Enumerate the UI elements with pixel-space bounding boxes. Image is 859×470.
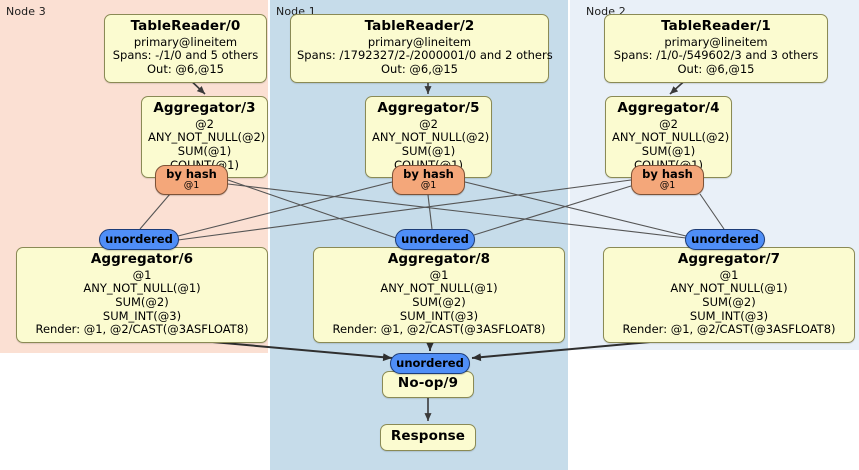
processor-response[interactable]: Response bbox=[380, 424, 476, 451]
processor-detail-line: Spans: /1792327/2-/2000001/0 and 2 other… bbox=[297, 48, 553, 63]
processor-detail-line: primary@lineitem bbox=[133, 34, 238, 49]
processor-title: Aggregator/4 bbox=[617, 100, 720, 116]
processor-detail-line: Spans: /1/0-/549602/3 and 3 others bbox=[613, 48, 819, 63]
stream-unordered-8[interactable]: unordered bbox=[395, 229, 475, 250]
processor-detail-line: ANY_NOT_NULL(@2) bbox=[372, 130, 490, 145]
processor-detail-line: ANY_NOT_NULL(@2) bbox=[148, 130, 266, 145]
processor-title: Response bbox=[390, 428, 466, 444]
processor-detail-line: Out: @6,@15 bbox=[147, 62, 224, 77]
processor-detail-line: Render: @1, @2/CAST(@3ASFLOAT8) bbox=[332, 322, 546, 337]
processor-aggregator3[interactable]: Aggregator/3@2ANY_NOT_NULL(@2)SUM(@1)COU… bbox=[141, 96, 268, 179]
router-column: @1 bbox=[659, 179, 676, 191]
router-label: by hash bbox=[403, 167, 454, 181]
processor-title: TableReader/0 bbox=[130, 18, 241, 34]
router-column: @1 bbox=[183, 179, 200, 191]
processor-detail-line: ANY_NOT_NULL(@1) bbox=[83, 281, 201, 296]
processor-detail-line: ANY_NOT_NULL(@1) bbox=[380, 281, 498, 296]
processor-title: Aggregator/5 bbox=[377, 100, 480, 116]
processor-title: Aggregator/6 bbox=[90, 251, 194, 267]
processor-title: Aggregator/3 bbox=[153, 100, 256, 116]
processor-title: Aggregator/7 bbox=[677, 251, 781, 267]
processor-noop9[interactable]: No-op/9 bbox=[382, 371, 474, 398]
processor-detail-line: @1 bbox=[719, 267, 739, 282]
node-label-node3: Node 3 bbox=[6, 5, 46, 18]
processor-title: No-op/9 bbox=[397, 375, 459, 391]
processor-detail-line: SUM_INT(@3) bbox=[689, 308, 769, 323]
processor-detail-line: @2 bbox=[659, 116, 678, 131]
processor-detail-line: SUM_INT(@3) bbox=[399, 308, 479, 323]
processor-detail-line: SUM(@2) bbox=[702, 295, 756, 310]
processor-detail-line: SUM(@1) bbox=[641, 144, 696, 159]
processor-detail-line: primary@lineitem bbox=[367, 34, 472, 49]
processor-detail-line: SUM_INT(@3) bbox=[102, 308, 182, 323]
processor-detail-line: @1 bbox=[429, 267, 449, 282]
processor-title: Aggregator/8 bbox=[387, 251, 491, 267]
processor-aggregator4[interactable]: Aggregator/4@2ANY_NOT_NULL(@2)SUM(@1)COU… bbox=[605, 96, 732, 179]
router-hash-5[interactable]: by hash@1 bbox=[392, 165, 465, 195]
processor-detail-line: Spans: -/1/0 and 5 others bbox=[112, 48, 259, 63]
processor-detail-line: ANY_NOT_NULL(@1) bbox=[670, 281, 788, 296]
processor-detail-line: primary@lineitem bbox=[664, 34, 768, 49]
processor-detail-line: SUM(@1) bbox=[401, 144, 456, 159]
processor-detail-line: @2 bbox=[419, 116, 438, 131]
processor-detail-line: Out: @6,@15 bbox=[381, 62, 458, 77]
processor-detail-line: SUM(@2) bbox=[115, 295, 169, 310]
router-label: by hash bbox=[166, 167, 217, 181]
processor-detail-line: ANY_NOT_NULL(@2) bbox=[612, 130, 730, 145]
processor-title: TableReader/1 bbox=[661, 18, 771, 34]
router-column: @1 bbox=[420, 179, 437, 191]
router-hash-4[interactable]: by hash@1 bbox=[631, 165, 704, 195]
router-label: by hash bbox=[642, 167, 693, 181]
router-hash-3[interactable]: by hash@1 bbox=[155, 165, 228, 195]
processor-detail-line: Render: @1, @2/CAST(@3ASFLOAT8) bbox=[35, 322, 249, 337]
processor-detail-line: @1 bbox=[132, 267, 152, 282]
processor-detail-line: Out: @6,@15 bbox=[677, 62, 755, 77]
processor-detail-line: SUM(@1) bbox=[177, 144, 232, 159]
stream-unordered-7[interactable]: unordered bbox=[685, 229, 765, 250]
processor-detail-line: @2 bbox=[195, 116, 214, 131]
stream-unordered-9[interactable]: unordered bbox=[390, 353, 470, 374]
processor-detail-line: Render: @1, @2/CAST(@3ASFLOAT8) bbox=[622, 322, 836, 337]
processor-title: TableReader/2 bbox=[364, 18, 475, 34]
stream-unordered-6[interactable]: unordered bbox=[99, 229, 179, 250]
processor-detail-line: SUM(@2) bbox=[412, 295, 466, 310]
